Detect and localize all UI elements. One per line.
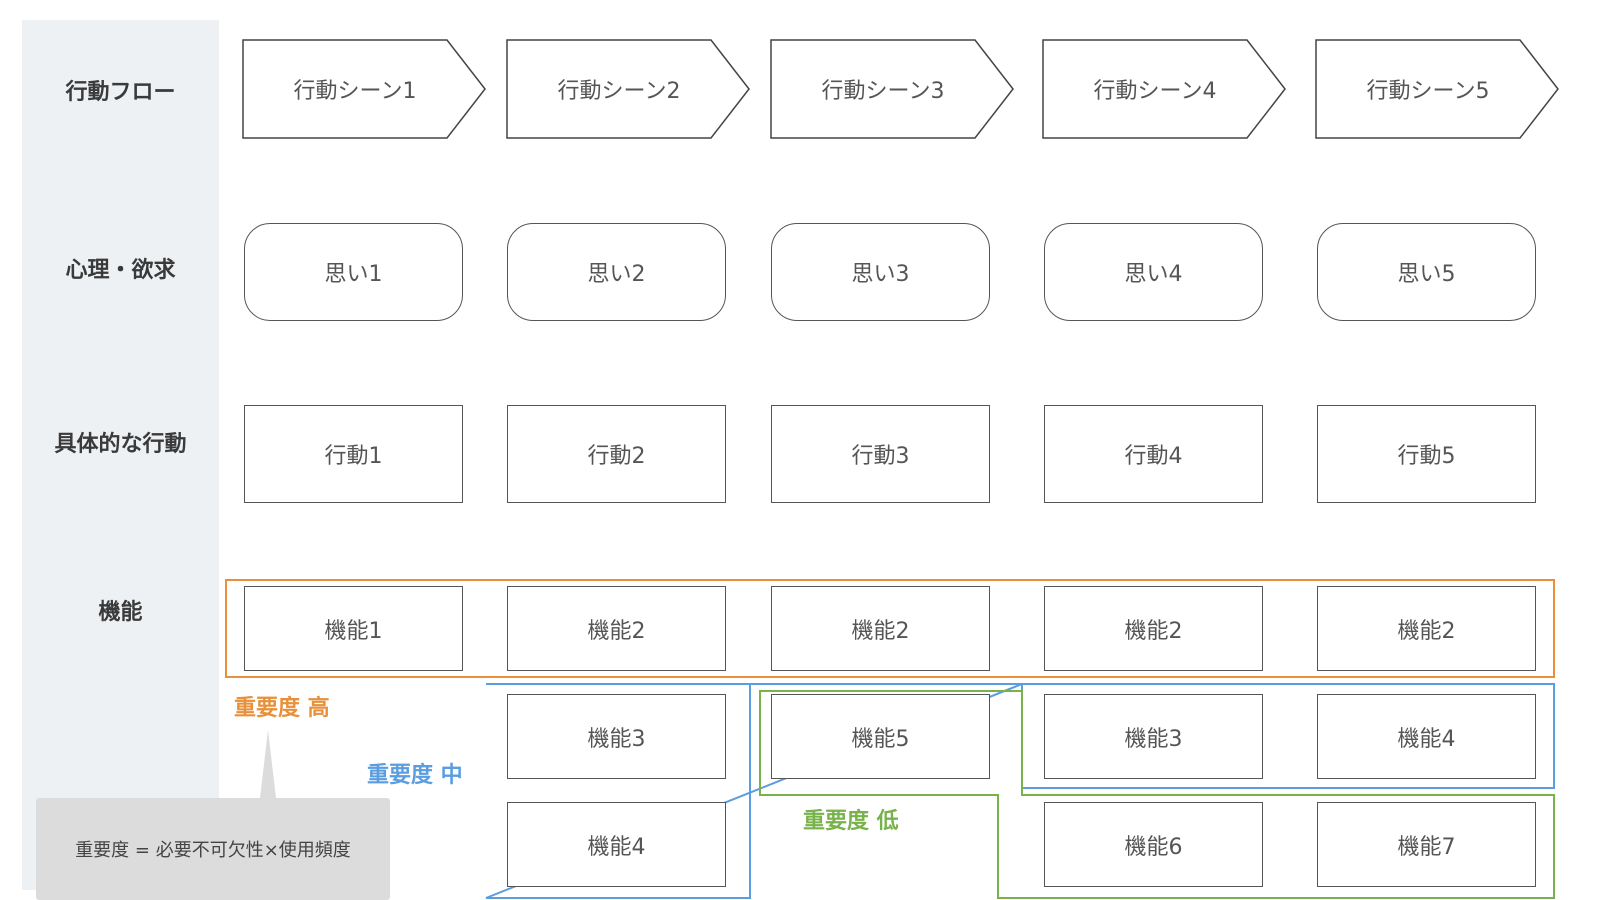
row-label-features: 機能 [98, 600, 143, 625]
action-box: 行動1 [244, 405, 463, 503]
row-header-column [22, 20, 219, 890]
action-box: 行動2 [507, 405, 726, 503]
feature-box: 機能7 [1317, 802, 1536, 887]
feature-box: 機能2 [1317, 586, 1536, 671]
thought-box: 思い5 [1317, 223, 1536, 321]
scene-label: 行動シーン1 [293, 79, 417, 104]
action-box: 行動5 [1317, 405, 1536, 503]
feature-box: 機能5 [771, 694, 990, 779]
row-label-flow: 行動フロー [65, 80, 176, 105]
callout-pointer [260, 730, 276, 798]
importance-high-label: 重要度 高 [234, 696, 330, 721]
feature-box: 機能3 [1044, 694, 1263, 779]
importance-mid-label: 重要度 中 [367, 763, 463, 788]
feature-box: 機能6 [1044, 802, 1263, 887]
thought-box: 思い3 [771, 223, 990, 321]
thought-box: 思い4 [1044, 223, 1263, 321]
region-high-border [225, 579, 1555, 678]
feature-box: 機能2 [1044, 586, 1263, 671]
feature-box: 機能2 [507, 586, 726, 671]
feature-box: 機能3 [507, 694, 726, 779]
scene-arrow [1042, 39, 1286, 139]
scene-arrow [770, 39, 1014, 139]
row-label-psychology: 心理・欲求 [65, 258, 176, 283]
row-label-actions: 具体的な行動 [54, 432, 187, 457]
thought-box: 思い2 [507, 223, 726, 321]
region-low-outline [759, 690, 1555, 899]
scene-arrow [1315, 39, 1559, 139]
scene-arrow [242, 39, 486, 139]
importance-low-label: 重要度 低 [803, 809, 899, 834]
thought-box: 思い1 [244, 223, 463, 321]
feature-box: 機能1 [244, 586, 463, 671]
action-box: 行動4 [1044, 405, 1263, 503]
feature-box: 機能2 [771, 586, 990, 671]
scene-label: 行動シーン3 [821, 79, 945, 104]
scene-label: 行動シーン4 [1093, 79, 1217, 104]
action-box: 行動3 [771, 405, 990, 503]
scene-arrow [506, 39, 750, 139]
importance-note: 重要度 = 必要不可欠性×使用頻度 [36, 798, 390, 900]
scene-label: 行動シーン2 [557, 79, 681, 104]
feature-box: 機能4 [507, 802, 726, 887]
feature-box: 機能4 [1317, 694, 1536, 779]
scene-label: 行動シーン5 [1366, 79, 1490, 104]
